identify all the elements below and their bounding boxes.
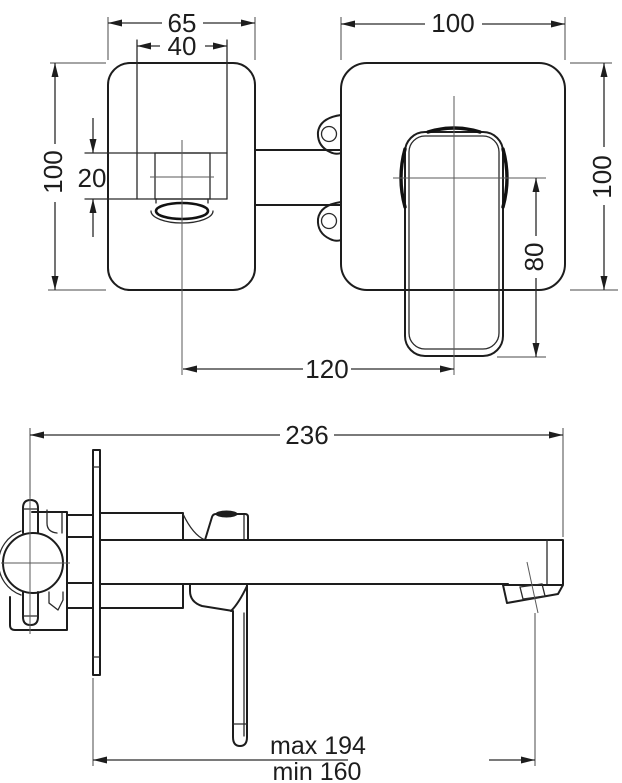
- mixer-body-side: [99, 510, 564, 614]
- handle-lever-side: [189, 583, 248, 747]
- cartridge-housing-top: [99, 512, 184, 541]
- dim-label-65: 65: [168, 8, 197, 38]
- dim-label-max: max 194: [270, 732, 366, 760]
- mixer-wall-plate: [340, 62, 566, 291]
- mounting-ear-bottom: [316, 201, 342, 242]
- screw-hole-top: [320, 125, 338, 143]
- wall-plate-side: [92, 449, 101, 676]
- dimension-80: 80: [497, 178, 549, 358]
- dim-label-20: 20: [78, 163, 107, 193]
- dimension-236: 236: [29, 420, 564, 537]
- dimension-65: 65: [107, 8, 256, 60]
- dimension-100-right: 100: [570, 62, 618, 291]
- spout-front: [84, 39, 228, 224]
- cartridge-housing-bottom: [99, 583, 184, 609]
- dim-label-236: 236: [285, 420, 328, 450]
- screw-hole-bottom: [320, 212, 338, 230]
- mounting-ear-top: [316, 114, 342, 155]
- dim-label-40: 40: [168, 31, 197, 61]
- dim-label-100-left: 100: [38, 150, 68, 193]
- dimension-20: 20: [78, 118, 107, 237]
- aerator-centerline: [526, 561, 539, 614]
- valve-connectors: [66, 514, 94, 609]
- connector-bar: [254, 149, 342, 206]
- cap-screw: [215, 510, 238, 518]
- concealed-valve-body: [0, 494, 94, 634]
- dim-label-100-top: 100: [431, 8, 474, 38]
- dimension-100-left: 100: [38, 62, 106, 291]
- dimension-100-top: 100: [340, 8, 566, 60]
- dimension-max-min: max 194 min 160: [92, 613, 536, 783]
- dimension-40: 40: [137, 31, 227, 61]
- dim-label-min: min 160: [273, 758, 362, 783]
- aerator-outer: [502, 584, 564, 604]
- front-view: 65 40 100 20 1: [38, 8, 618, 384]
- side-view: 236 max 194 min 160: [0, 420, 564, 783]
- dimension-120: 120: [183, 354, 454, 384]
- handle-cap-side: [204, 513, 249, 541]
- dim-label-100-right: 100: [587, 155, 617, 198]
- spout-bar: [99, 539, 564, 585]
- dim-label-120: 120: [305, 354, 348, 384]
- dim-label-80: 80: [519, 243, 549, 272]
- aerator-inner: [519, 583, 546, 600]
